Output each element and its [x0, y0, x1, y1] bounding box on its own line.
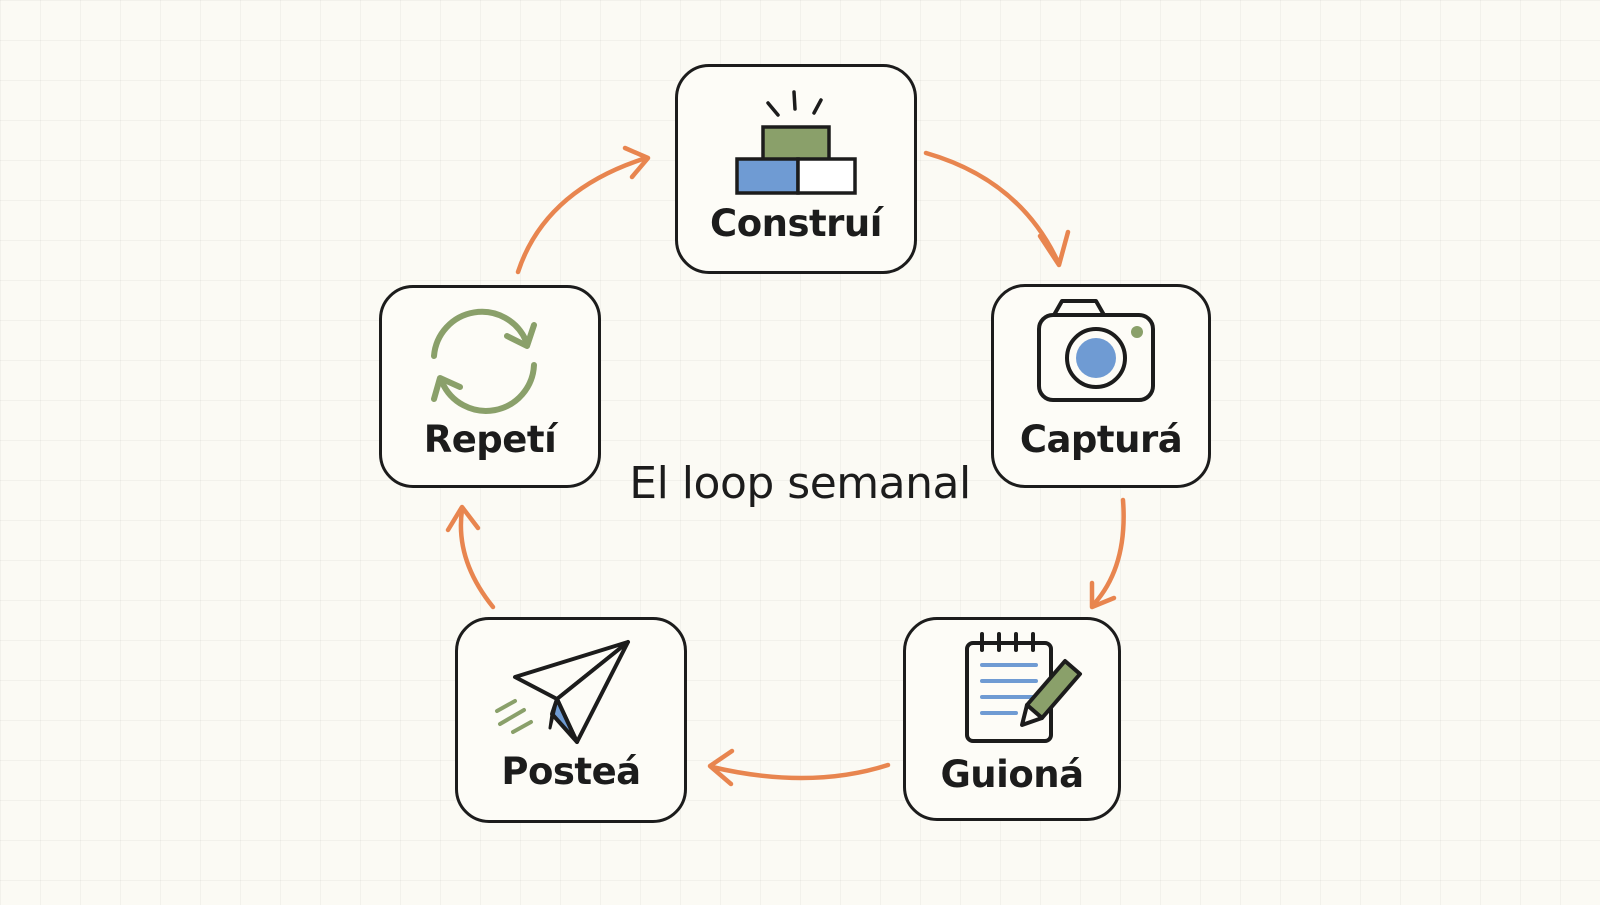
step-label: Repetí: [423, 418, 557, 461]
arrow-postea-to-repeti: [445, 504, 496, 610]
arrow-construi-to-captura: [923, 150, 1071, 268]
blocks-icon: [735, 90, 857, 195]
diagram-title: El loop semanal: [629, 458, 971, 509]
refresh-icon: [431, 308, 537, 414]
step-label: Construí: [710, 202, 882, 245]
arrow-captura-to-guiona: [1089, 497, 1126, 610]
paper-plane-icon: [495, 640, 630, 744]
arrow-repeti-to-construi: [515, 145, 651, 275]
step-captura: Capturá: [991, 284, 1211, 488]
arrow-guiona-to-postea: [707, 748, 891, 787]
step-label: Guioná: [940, 753, 1084, 796]
step-label: Posteá: [501, 750, 641, 793]
step-repeti: Repetí: [379, 285, 601, 488]
step-construi: Construí: [675, 64, 917, 274]
step-postea: Posteá: [455, 617, 687, 823]
notepad-pencil-icon: [965, 632, 1082, 743]
step-label: Capturá: [1019, 418, 1183, 461]
camera-icon: [1037, 299, 1155, 402]
step-guiona: Guioná: [903, 617, 1121, 821]
